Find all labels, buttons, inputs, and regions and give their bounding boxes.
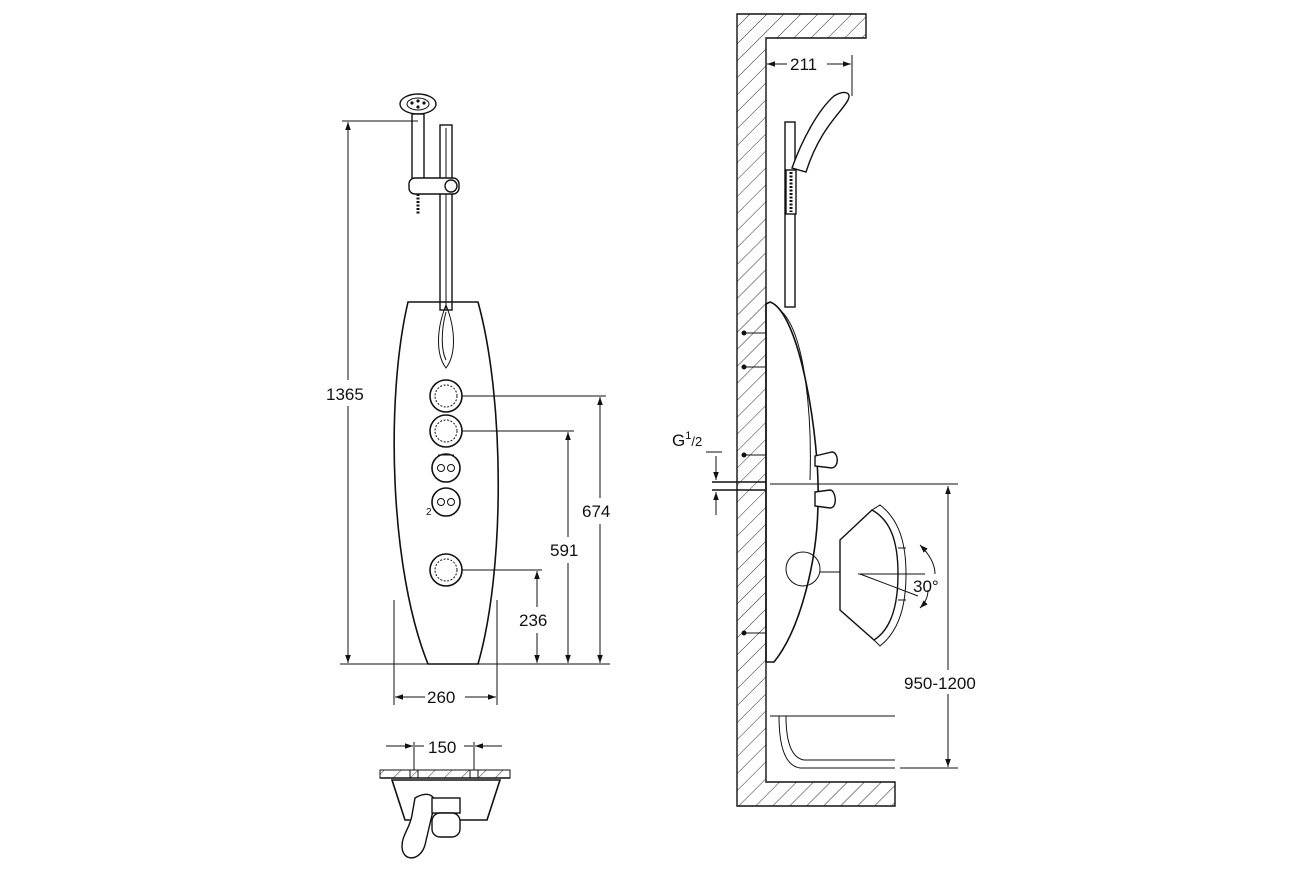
side-hand-shower-icon [791, 91, 850, 173]
dim-height-total: 1365 [326, 385, 364, 404]
diverter-knob-icon [431, 453, 461, 483]
side-panel-body [765, 301, 819, 663]
connection-thread: G1/2 [672, 430, 702, 450]
shower-rail [408, 124, 460, 311]
mount-brackets [741, 330, 766, 636]
thermostat-knob-icon: 2 [426, 487, 461, 518]
dim-handshower-reach: 211 [790, 55, 817, 74]
dim-height-low-jet: 236 [519, 611, 547, 630]
body-jet-middle-icon [429, 414, 463, 448]
dim-height-mid-jet: 591 [550, 541, 578, 560]
side-jet-detail [785, 551, 821, 587]
body-jet-low-icon [429, 553, 463, 587]
dim-height-top-jet: 674 [582, 502, 610, 521]
bathtub-icon [770, 715, 895, 769]
body-jet-top-icon [429, 379, 463, 413]
shower-panel-body [393, 301, 500, 665]
dim-mount-spacing: 150 [428, 738, 456, 757]
dim-jet-angle: 30° [913, 577, 939, 596]
plan-view: 150 [379, 736, 511, 859]
front-view: 2 1365 674 591 236 260 [325, 93, 620, 708]
hand-shower-icon [399, 93, 437, 215]
plan-handle-icon [401, 793, 436, 859]
side-knob-upper-icon [814, 451, 838, 469]
side-knob-lower-icon [814, 489, 836, 509]
dim-width: 260 [427, 688, 455, 707]
jet-swivel-detail-icon [839, 504, 907, 647]
dim-mount-height: 950-1200 [904, 674, 976, 693]
svg-text:2: 2 [426, 507, 432, 518]
wall-hatch [736, 13, 896, 807]
plan-panel-outline [390, 779, 502, 821]
plan-wall-hatch [379, 769, 511, 779]
side-view: 30° G1/2 211 950-1200 [672, 13, 990, 807]
panel-groove [438, 303, 454, 369]
